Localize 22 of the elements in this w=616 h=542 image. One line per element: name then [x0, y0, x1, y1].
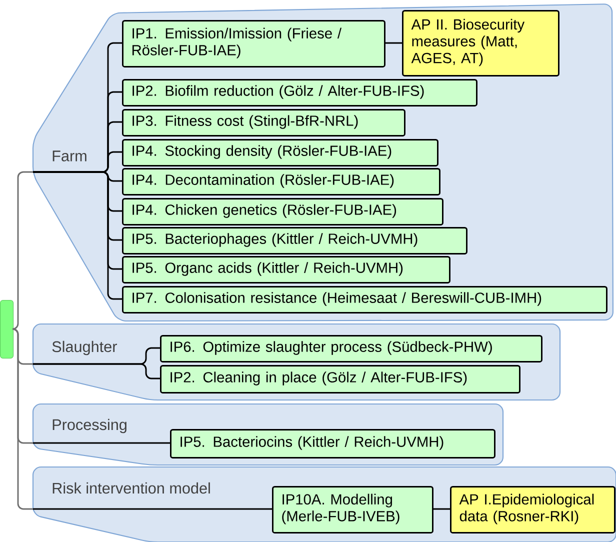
project-box: IP4. Decontamination (Rösler-FUB-IAE)	[122, 168, 440, 196]
project-box: IP2. Cleaning in place (Gölz / Alter-FUB-IFS)	[160, 365, 520, 394]
project-box: IP3. Fitness cost (Stingl-BfR-NRL)	[122, 109, 406, 136]
project-box: IP7. Colonisation resistance (Heimesaat / Bereswill-CUB-IMH)	[122, 286, 608, 314]
project-box: IP5. Organc acids (Kittler / Reich-UVMH)	[122, 256, 450, 284]
root-box	[0, 300, 14, 359]
connector-line	[12, 171, 33, 330]
project-box: IP2. Biofilm reduction (Gölz / Alter-FUB-IFS)	[122, 79, 478, 106]
connector-line	[384, 42, 402, 44]
connector-line	[33, 442, 170, 444]
project-box: IP10A. Modelling (Merle-FUB-IVEB)	[272, 486, 434, 534]
project-box: IP6. Optimize slaughter process (Südbeck-PHW)	[160, 335, 542, 362]
connector-line	[432, 508, 450, 510]
project-box: IP5. Bacteriophages (Kittler / Reich-UVMH)	[122, 227, 468, 254]
project-box: IP4. Stocking density (Rösler-FUB-IAE)	[122, 139, 438, 166]
partner-box: AP I.Epidemiological data (Rosner-RKI)	[450, 486, 616, 534]
partner-box: AP II. Biosecurity measures (Matt, AGES, AT)	[402, 10, 560, 76]
project-box: IP5. Bacteriocins (Kittler / Reich-UVMH)	[170, 429, 496, 458]
connector-line	[12, 328, 33, 510]
connector-line	[33, 508, 272, 510]
project-box: IP1. Emission/Imission (Friese / Rösler-FUB-IAE)	[122, 20, 386, 68]
project-box: IP4. Chicken genetics (Rösler-FUB-IAE)	[122, 198, 444, 226]
